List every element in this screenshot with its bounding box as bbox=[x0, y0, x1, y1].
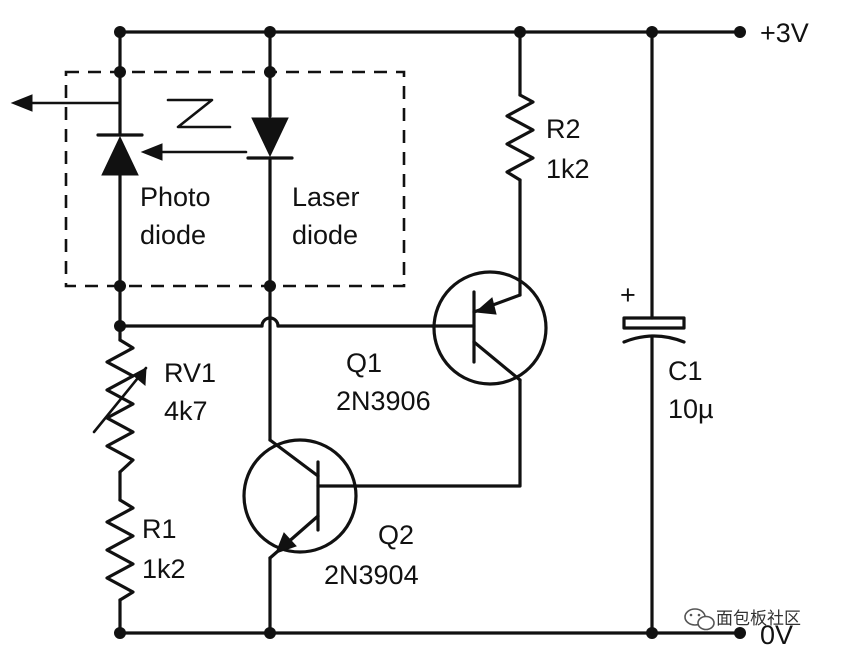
r1-value-label: 1k2 bbox=[142, 554, 186, 584]
potentiometer-rv1 bbox=[92, 338, 148, 474]
q1-part-label: 2N3906 bbox=[336, 386, 431, 416]
rv1-name-label: RV1 bbox=[164, 358, 216, 388]
capacitor-c1 bbox=[622, 30, 686, 635]
c1-polarity-label: + bbox=[620, 280, 636, 310]
ground-rail bbox=[118, 627, 746, 639]
wechat-icon bbox=[684, 608, 715, 631]
c1-value-label: 10µ bbox=[668, 394, 714, 424]
supply-ground-label: 0V bbox=[760, 620, 793, 650]
laser-diode-symbol bbox=[246, 117, 294, 160]
junction-dots bbox=[114, 26, 658, 639]
watermark-text: 面包板社区 bbox=[716, 609, 801, 629]
laser-diode-label-1: Laser bbox=[292, 182, 360, 212]
resistor-r1 bbox=[105, 498, 135, 602]
photodiode-label-1: Photo bbox=[140, 182, 211, 212]
watermark: 面包板社区 bbox=[684, 608, 801, 631]
c1-name-label: C1 bbox=[668, 356, 703, 386]
q1-name-label: Q1 bbox=[346, 348, 382, 378]
photodiode-symbol bbox=[96, 133, 144, 176]
q2-part-label: 2N3904 bbox=[324, 560, 419, 590]
supply-positive-label: +3V bbox=[760, 18, 809, 48]
r2-name-label: R2 bbox=[546, 114, 581, 144]
light-output-arrow bbox=[10, 94, 122, 112]
rv1-value-label: 4k7 bbox=[164, 396, 208, 426]
q2-name-label: Q2 bbox=[378, 520, 414, 550]
q1-to-q2-wire bbox=[316, 378, 522, 488]
transistor-q2-npn bbox=[242, 438, 358, 560]
r2-value-label: 1k2 bbox=[546, 154, 590, 184]
optical-package-outline bbox=[64, 70, 406, 288]
left-branch-wires bbox=[118, 30, 434, 635]
r1-name-label: R1 bbox=[142, 514, 177, 544]
resistor-r2 bbox=[505, 30, 535, 297]
photodiode-label-2: diode bbox=[140, 220, 206, 250]
light-feedback-arrow bbox=[140, 98, 248, 161]
laser-diode-label-2: diode bbox=[292, 220, 358, 250]
transistor-q1-pnp bbox=[430, 270, 548, 386]
positive-rail bbox=[118, 26, 746, 38]
